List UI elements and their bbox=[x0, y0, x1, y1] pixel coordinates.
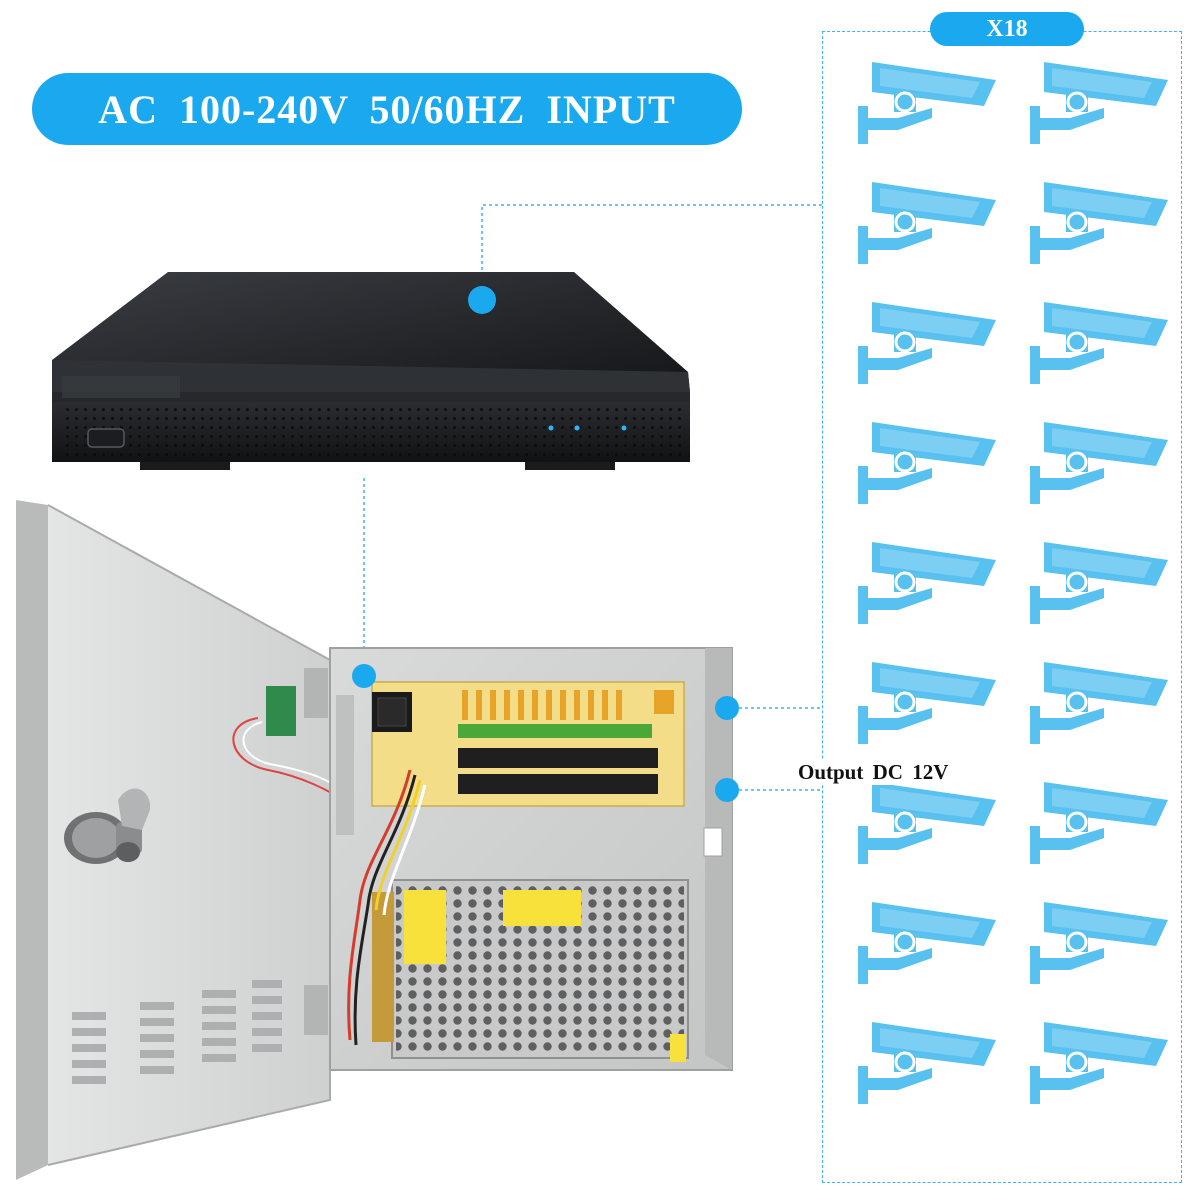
switching-power-supply bbox=[372, 879, 689, 1062]
cctv-camera-icon bbox=[1030, 898, 1170, 988]
power-supply-box bbox=[16, 500, 739, 1180]
input-connector-line bbox=[481, 204, 822, 300]
output-label: Output DC 12V bbox=[796, 760, 951, 785]
cctv-camera-icon bbox=[1030, 418, 1170, 508]
cctv-camera-icon bbox=[1030, 298, 1170, 388]
cctv-camera-icon bbox=[1030, 778, 1170, 868]
nvr-marker-dot bbox=[468, 286, 496, 314]
cctv-camera-icon bbox=[1030, 58, 1170, 148]
cctv-camera-icon bbox=[1030, 178, 1170, 268]
nvr-recorder bbox=[52, 272, 690, 470]
camera-count-badge: X18 bbox=[930, 12, 1084, 46]
cctv-camera-icon bbox=[858, 898, 998, 988]
cctv-camera-icon bbox=[858, 658, 998, 748]
cctv-camera-icon bbox=[1030, 538, 1170, 628]
cctv-camera-icon bbox=[858, 178, 998, 268]
cctv-camera-icon bbox=[858, 778, 998, 868]
cctv-camera-icon bbox=[858, 58, 998, 148]
cctv-camera-icon bbox=[858, 538, 998, 628]
cctv-camera-icon bbox=[1030, 1018, 1170, 1108]
cctv-camera-icon bbox=[858, 418, 998, 508]
output-marker-dot-1 bbox=[715, 696, 739, 720]
enclosure-door bbox=[16, 500, 351, 1180]
output-marker-dot-2 bbox=[715, 778, 739, 802]
camera-count-label: X18 bbox=[986, 15, 1028, 42]
input-banner-label: AC 100-240V 50/60HZ INPUT bbox=[98, 86, 676, 132]
output-label-text: Output DC 12V bbox=[798, 760, 949, 784]
power-wires bbox=[347, 769, 427, 1046]
cctv-camera-icon bbox=[1030, 658, 1170, 748]
box-marker-dot bbox=[352, 664, 376, 688]
cctv-camera-icon bbox=[858, 1018, 998, 1108]
input-banner: AC 100-240V 50/60HZ INPUT bbox=[32, 73, 742, 145]
connector-lines bbox=[363, 204, 822, 791]
cctv-camera-icon bbox=[858, 298, 998, 388]
